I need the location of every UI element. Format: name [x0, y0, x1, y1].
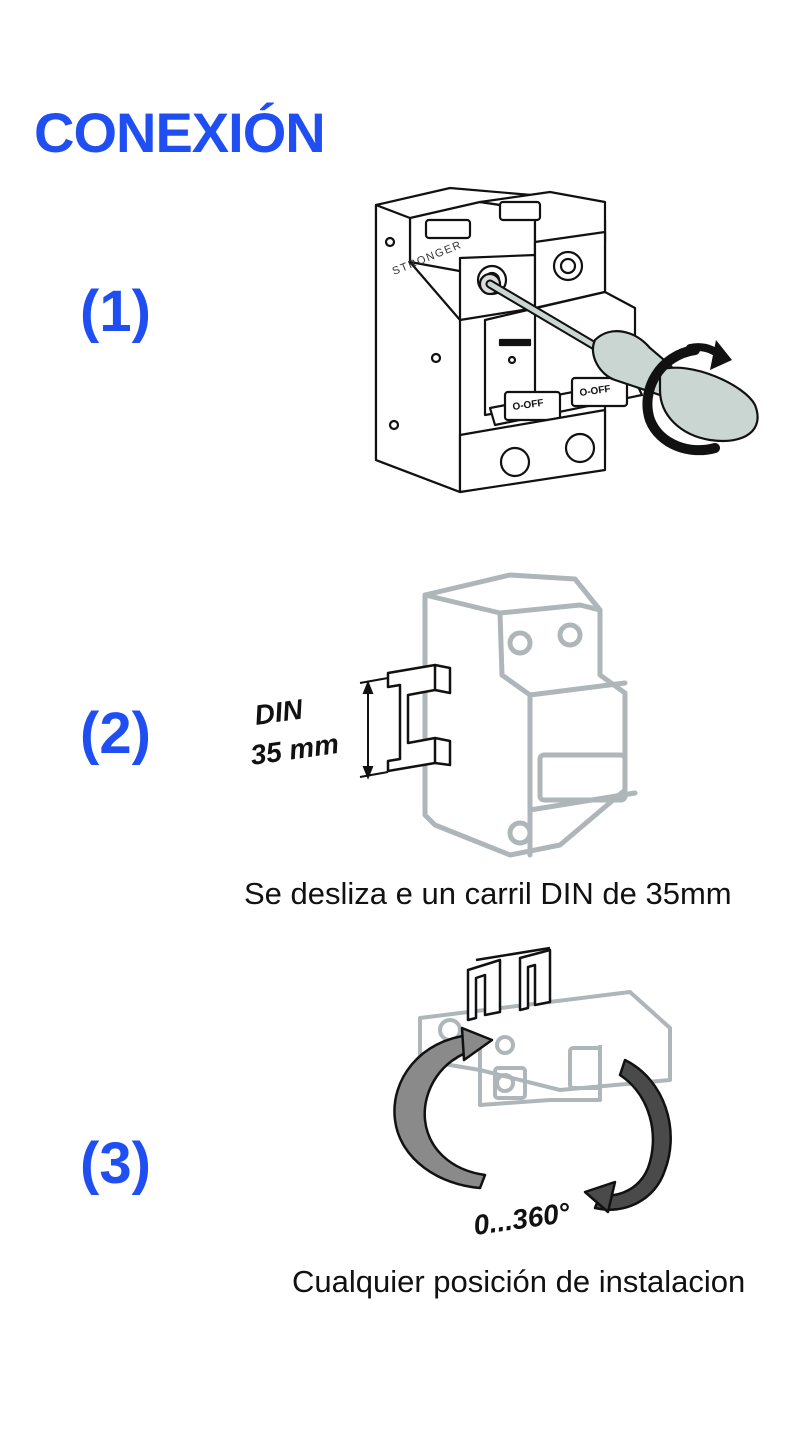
- rotate-arrow-icon: [642, 340, 732, 456]
- breaker-screwdriver-illustration: STRONGER O-OFF O-OFF: [374, 186, 759, 494]
- rotation-arrows-icon: [393, 1026, 672, 1214]
- rotation-illustration: 0...360°: [393, 946, 672, 1241]
- rotation-label: 0...360°: [472, 1197, 573, 1241]
- step-1-number: (1): [80, 279, 151, 344]
- switch-label-left: O-OFF: [512, 398, 544, 413]
- din-rail-illustration: DIN 35 mm: [249, 572, 638, 858]
- page-title: CONEXIÓN: [34, 101, 326, 164]
- switch-label-right: O-OFF: [579, 384, 611, 399]
- din-rail-icon: [386, 663, 452, 773]
- step-2-caption: Se desliza e un carril DIN de 35mm: [244, 876, 732, 911]
- step-2-number: (2): [80, 701, 151, 766]
- step-3-number: (3): [80, 1131, 151, 1196]
- step-3-caption: Cualquier posición de instalacion: [292, 1264, 746, 1299]
- din-size-label: 35 mm: [249, 728, 341, 771]
- din-label: DIN: [253, 693, 306, 731]
- screwdriver-icon: [485, 279, 759, 443]
